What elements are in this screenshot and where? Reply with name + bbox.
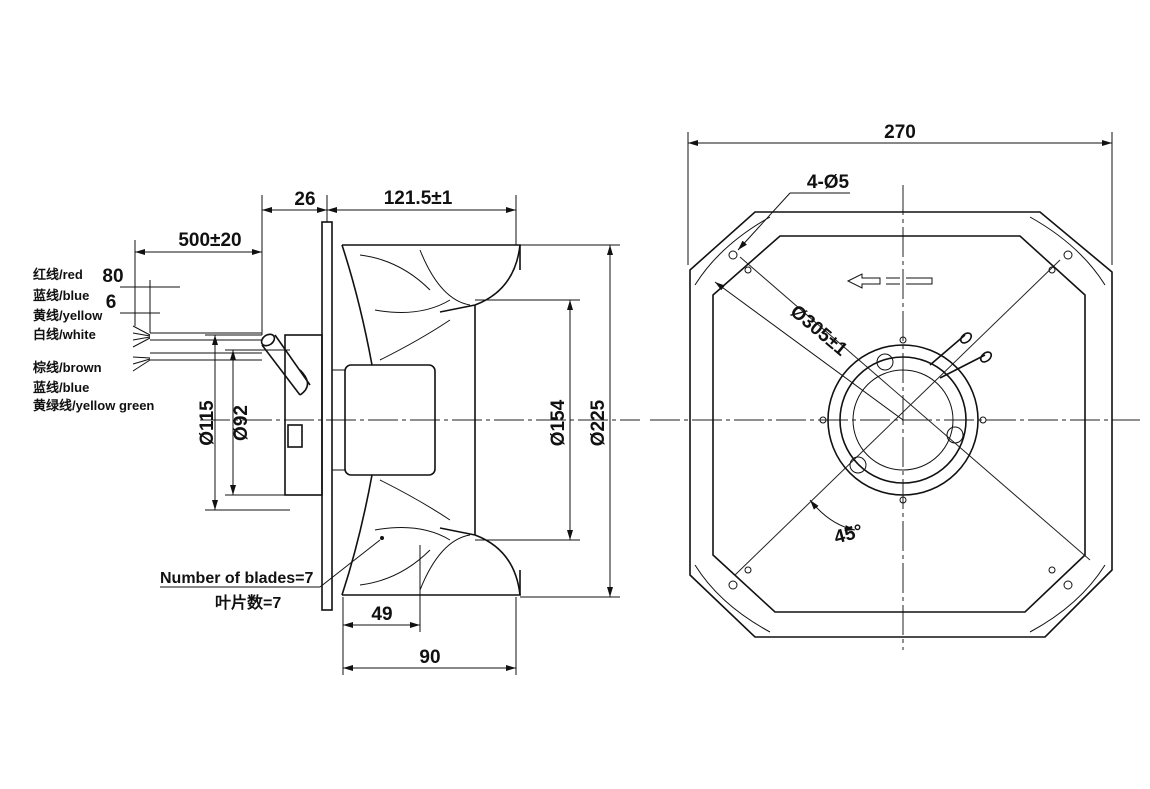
dim-6: 6 — [106, 292, 117, 313]
wire-label: 棕线/brown — [32, 360, 102, 375]
dim-270: 270 — [884, 122, 916, 143]
mounting-plate-outline — [689, 211, 1113, 638]
blades-label-en: Number of blades=7 — [160, 570, 313, 587]
wire-label: 黄线/yellow — [33, 308, 103, 323]
blades-label-cn: 叶片数=7 — [215, 593, 281, 612]
side-view: 26 121.5±1 500±20 80 6 Ø115 Ø92 Ø154 Ø22… — [32, 188, 640, 675]
mounting-plate — [321, 221, 333, 611]
wire-label: 黄绿线/yellow green — [33, 398, 154, 413]
wire-label: 蓝线/blue — [33, 380, 89, 395]
dim-d154: Ø154 — [548, 399, 569, 446]
dim-121-5: 121.5±1 — [384, 188, 453, 209]
dim-holes: 4-Ø5 — [807, 172, 850, 193]
dim-49: 49 — [371, 604, 392, 625]
dim-d305: Ø305±1 — [786, 301, 852, 361]
mounting-holes — [728, 250, 1073, 590]
dim-90: 90 — [419, 647, 440, 668]
terminal-box — [284, 334, 323, 496]
motor-body — [344, 364, 436, 476]
wire-label: 白线/white — [33, 327, 96, 342]
dim-angle: 45° — [832, 521, 865, 549]
wire-legend: 红线/red 蓝线/blue 黄线/yellow 白线/white 棕线/bro… — [32, 267, 154, 413]
dim-500: 500±20 — [178, 230, 241, 251]
impeller — [341, 244, 521, 596]
dim-80: 80 — [102, 266, 123, 287]
hub-ring — [827, 344, 979, 496]
dim-d115: Ø115 — [197, 400, 218, 446]
dim-d225: Ø225 — [588, 399, 609, 446]
front-view: 270 4-Ø5 Ø305±1 45° — [650, 122, 1140, 650]
dim-26: 26 — [294, 189, 315, 210]
cable-glands — [260, 333, 311, 396]
wire-label: 红线/red — [33, 267, 83, 282]
wire-label: 蓝线/blue — [33, 288, 89, 303]
lead-wires — [132, 325, 262, 372]
dim-d92: Ø92 — [231, 405, 252, 441]
airflow-arrow-icon — [846, 273, 933, 289]
